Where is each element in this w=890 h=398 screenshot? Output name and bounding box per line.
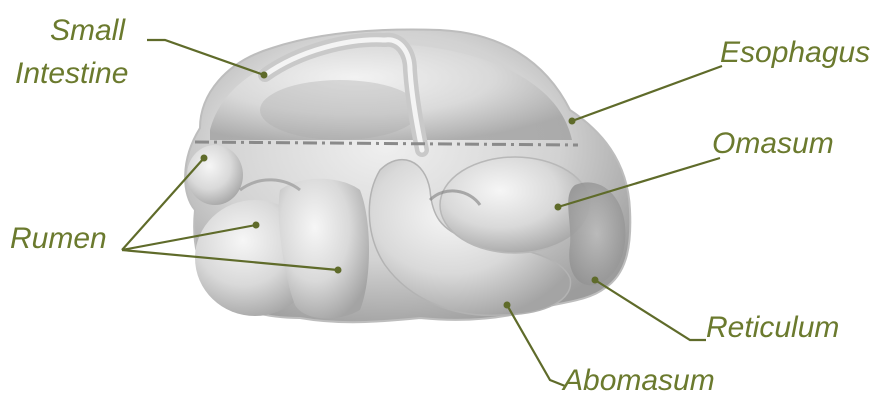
- leader-dot: [261, 72, 268, 79]
- leader-dot: [504, 302, 511, 309]
- label-esophagus: Esophagus: [720, 36, 870, 70]
- label-omasum: Omasum: [712, 127, 834, 161]
- leader-line-reticulum: [595, 280, 706, 340]
- leader-line-abomasum: [507, 305, 565, 386]
- label-reticulum: Reticulum: [706, 311, 839, 345]
- leader-dot: [592, 277, 599, 284]
- leader-dot: [253, 222, 260, 229]
- leader-dot: [569, 118, 576, 125]
- leader-dot: [335, 267, 342, 274]
- leader-dot: [555, 204, 562, 211]
- rumen-left-lobe: [187, 145, 243, 205]
- leader-line-esophagus: [572, 66, 722, 121]
- label-small-intestine-line2: Intestine: [15, 57, 128, 91]
- leader-dot: [201, 155, 208, 162]
- label-small-intestine-line1: Small: [50, 14, 125, 48]
- rumen-shadow: [260, 80, 420, 140]
- label-abomasum: Abomasum: [563, 364, 715, 398]
- label-rumen: Rumen: [10, 222, 107, 256]
